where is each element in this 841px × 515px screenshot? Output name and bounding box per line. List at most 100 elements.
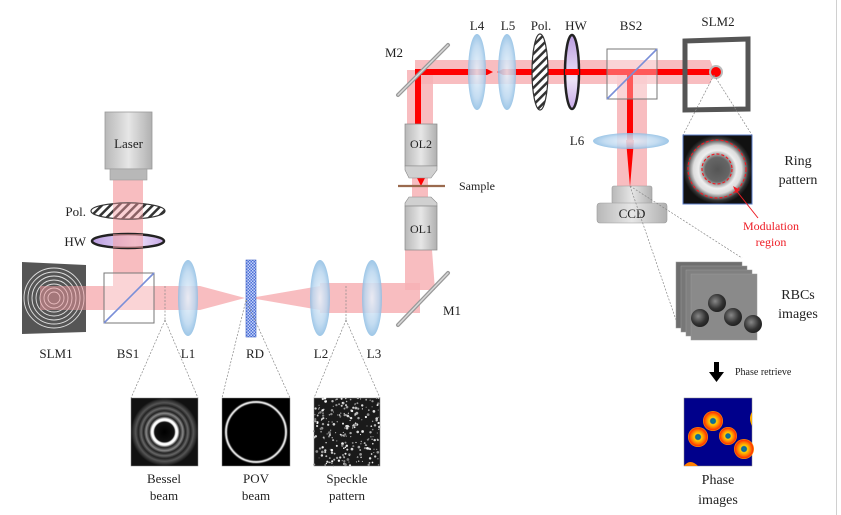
speckle-dot [323, 438, 325, 440]
speckle-dots [313, 396, 381, 467]
l3-label: L3 [367, 346, 381, 361]
inset-pov-beam: POV beam [221, 397, 291, 503]
m2-label: M2 [385, 45, 403, 60]
speckle-dot [341, 444, 344, 447]
bs1-label: BS1 [117, 346, 139, 361]
phase-label-line2: images [698, 493, 738, 508]
speckle-dot [314, 418, 317, 421]
pol2-label: Pol. [531, 18, 552, 33]
speckle-dot [320, 450, 324, 454]
speckle-dot [339, 433, 342, 436]
speckle-dot [346, 414, 350, 418]
objective-ol2: OL2 [404, 123, 438, 179]
speckle-dot [378, 425, 381, 429]
speckle-dot [371, 438, 373, 440]
speckle-dot [336, 421, 338, 423]
mirror-m2: M2 [385, 43, 450, 97]
speckle-dot [322, 412, 324, 415]
pol1-label: Pol. [65, 204, 86, 219]
speckle-dot [321, 414, 325, 417]
speckle-label-line1: Speckle [326, 471, 367, 486]
speckle-dot [348, 416, 351, 418]
speckle-dot [340, 404, 343, 407]
speckle-dot [343, 433, 347, 436]
speckle-dot [344, 427, 346, 429]
speckle-dot [375, 397, 378, 399]
speckle-dot [333, 458, 336, 461]
speckle-dot [372, 436, 374, 438]
speckle-dot [315, 424, 319, 428]
laser-label: Laser [114, 136, 144, 151]
speckle-dot [313, 436, 316, 439]
speckle-dot [332, 411, 335, 413]
speckle-dot [349, 398, 352, 401]
speckle-dot [333, 452, 336, 455]
speckle-dot [318, 408, 320, 410]
speckle-dot [339, 456, 342, 459]
speckle-dot [313, 463, 316, 466]
speckle-dot [331, 400, 334, 403]
speckle-dot [343, 447, 345, 450]
ol2-label: OL2 [410, 137, 432, 151]
speckle-dot [359, 449, 362, 451]
speckle-dot [342, 422, 344, 425]
speckle-dot [359, 398, 362, 400]
speckle-dot [368, 438, 370, 440]
speckle-dot [358, 460, 360, 462]
speckle-dot [376, 450, 380, 454]
speckle-dot [321, 446, 324, 449]
speckle-dot [321, 422, 325, 426]
speckle-dot [314, 420, 316, 422]
speckle-dot [368, 457, 372, 460]
speckle-dot [324, 464, 327, 466]
laser: Laser [104, 111, 153, 181]
speckle-dot [360, 443, 362, 445]
rbcs-label-line1: RBCs [781, 288, 814, 303]
speckle-dot [350, 435, 352, 438]
speckle-dot [319, 427, 322, 430]
speckle-dot [352, 424, 355, 427]
speckle-dot [342, 434, 344, 436]
speckle-dot [356, 430, 360, 434]
speckle-dot [343, 413, 346, 417]
speckle-dot [372, 410, 376, 413]
speckle-dot [316, 421, 319, 423]
speckle-dot [335, 399, 337, 401]
speckle-dot [356, 456, 359, 459]
speckle-dot [318, 457, 320, 459]
speckle-dot [335, 432, 337, 434]
speckle-dot [359, 433, 362, 436]
speckle-dot [361, 404, 364, 407]
speckle-dot [365, 444, 368, 446]
phase-label-line1: Phase [702, 473, 735, 488]
speckle-dot [322, 417, 325, 420]
speckle-dot [316, 422, 319, 425]
speckle-dot [343, 460, 346, 463]
speckle-dot [331, 460, 334, 463]
speckle-dot [330, 412, 333, 416]
speckle-dot [331, 462, 333, 465]
speckle-dot [360, 440, 363, 443]
speckle-dot [341, 459, 343, 462]
speckle-dot [344, 441, 347, 444]
lens-l1: L1 [178, 260, 198, 361]
speckle-dot [354, 423, 358, 427]
speckle-dot [376, 404, 379, 407]
speckle-dot [351, 441, 354, 444]
inset-ring-pattern: Ring pattern [682, 134, 817, 205]
speckle-dot [374, 455, 377, 458]
right-border [836, 0, 837, 515]
speckle-dot [359, 453, 362, 456]
speckle-dot [315, 450, 319, 453]
speckle-dot [361, 460, 363, 462]
speckle-dot [342, 455, 345, 458]
modulation-label-line2: region [756, 235, 787, 249]
speckle-dot [321, 397, 324, 401]
speckle-dot [341, 442, 344, 445]
speckle-dot [353, 426, 356, 429]
speckle-dot [330, 451, 334, 455]
rbc-cells [691, 294, 762, 333]
rotating-diffuser: RD [245, 259, 264, 361]
speckle-dot [338, 414, 341, 416]
